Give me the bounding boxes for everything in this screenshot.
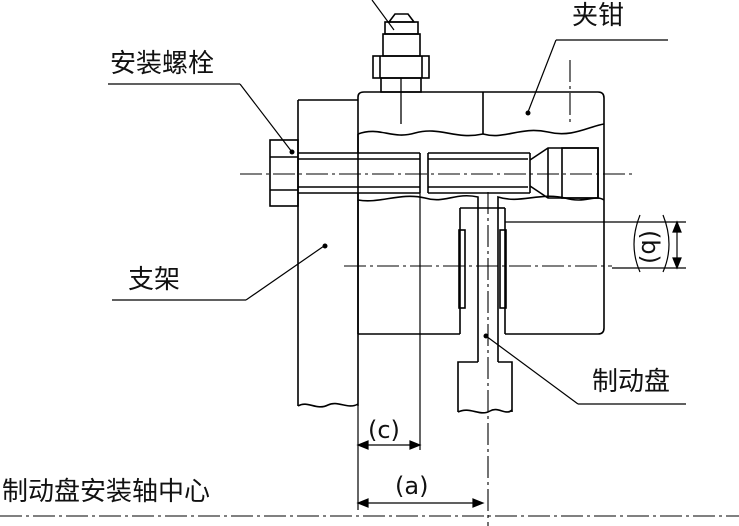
dimensions-a-c [356, 193, 485, 510]
clamp-lower [357, 193, 605, 335]
grease-nipple [372, 13, 430, 124]
label-mounting-bolt: 安装螺栓 [110, 49, 214, 79]
center-lines [0, 60, 739, 526]
label-bracket: 支架 [128, 265, 180, 295]
mounting-bolt [269, 139, 599, 207]
label-clamp: 夹钳 [572, 1, 624, 31]
leader-lines [108, 0, 686, 405]
dimension-b [505, 214, 686, 273]
dim-label-c: (c) [368, 416, 400, 444]
brake-disc [457, 208, 513, 414]
bracket-outline [297, 99, 359, 408]
label-disc-axis: 制动盘安装轴中心 [2, 477, 210, 507]
clamp-upper [357, 91, 605, 200]
dim-label-b: (b) [636, 230, 664, 264]
dim-label-a: (a) [395, 472, 428, 500]
leader-dots [289, 110, 531, 339]
label-brake-disc: 制动盘 [592, 367, 670, 397]
